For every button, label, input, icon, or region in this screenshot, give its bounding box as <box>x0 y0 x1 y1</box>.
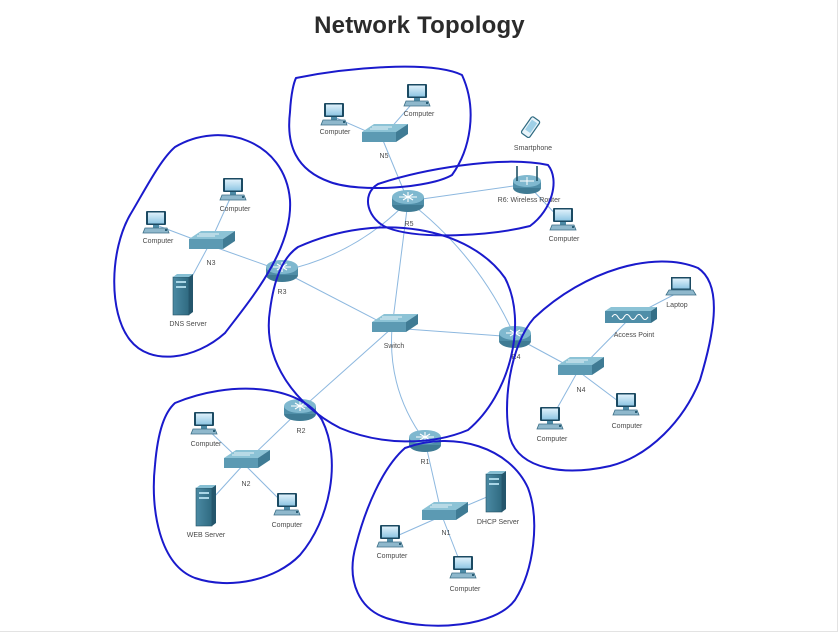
switch-icon-n3-switch <box>188 230 236 250</box>
page-title: Network Topology <box>314 12 525 39</box>
label-n4-computer-left: Computer <box>537 436 568 443</box>
label-n1-switch: N1 <box>442 530 451 537</box>
label-n3-switch: N3 <box>207 260 216 267</box>
label-smartphone: Smartphone <box>514 145 552 152</box>
router-icon-r5 <box>391 189 425 213</box>
label-n5-computer-left: Computer <box>320 129 351 136</box>
label-r2: R2 <box>297 428 306 435</box>
annotation-loop-n3 <box>113 134 292 358</box>
label-n1-computer-bottom: Computer <box>450 586 481 593</box>
link-r5-r6 <box>407 183 528 202</box>
label-web-server: WEB Server <box>187 532 226 539</box>
label-access-point: Access Point <box>614 332 655 339</box>
label-n2-switch: N2 <box>242 481 251 488</box>
laptop-icon-laptop <box>665 276 697 296</box>
annotation-loop-r5-r6 <box>367 160 555 237</box>
label-n3-computer-left: Computer <box>143 238 174 245</box>
annotation-loop-n4 <box>506 260 715 472</box>
network-links <box>155 97 682 571</box>
label-r4: R4 <box>512 354 521 361</box>
smartphone-icon-smartphone <box>520 115 542 139</box>
switch-icon-n2-switch <box>223 449 271 469</box>
access-point-icon-access-point <box>604 306 658 324</box>
label-r3: R3 <box>278 289 287 296</box>
label-n4-switch: N4 <box>577 387 586 394</box>
computer-icon-n1-computer-left <box>376 524 404 548</box>
label-n2-computer-bottom: Computer <box>272 522 303 529</box>
annotation-loop-core <box>267 226 517 443</box>
label-r5: R5 <box>405 221 414 228</box>
server-icon-dns-server <box>172 273 194 316</box>
link-r4-r5 <box>407 200 516 338</box>
computer-icon-n4-computer-right <box>612 392 640 416</box>
label-n3-computer-right: Computer <box>220 206 251 213</box>
switch-icon-n1-switch <box>421 501 469 521</box>
computer-icon-n5-computer-left <box>320 102 348 126</box>
label-n5-switch: N5 <box>380 153 389 160</box>
computer-icon-r6-computer <box>549 207 577 231</box>
link-r3-r5 <box>281 200 409 272</box>
label-n4-computer-right: Computer <box>612 423 643 430</box>
link-core-switch-r4 <box>391 327 516 338</box>
annotation-loop-n2 <box>152 387 333 585</box>
computer-icon-n2-computer-bottom <box>273 492 301 516</box>
switch-icon-n5-switch <box>361 123 409 143</box>
label-r6-computer: Computer <box>549 236 580 243</box>
label-n2-computer-top: Computer <box>191 441 222 448</box>
link-r3-core-switch <box>281 270 393 329</box>
label-n5-computer-right: Computer <box>404 111 435 118</box>
computer-icon-n5-computer-right <box>403 83 431 107</box>
server-icon-web-server <box>195 484 217 527</box>
link-core-switch-r2 <box>299 327 393 411</box>
router-icon-r3 <box>265 259 299 283</box>
label-r1: R1 <box>421 459 430 466</box>
switch-icon-n4-switch <box>557 356 605 376</box>
server-icon-dhcp-server <box>485 470 507 513</box>
label-r6: R6: Wireless Router <box>498 197 561 204</box>
wireless-router-icon-r6 <box>512 165 542 195</box>
label-dhcp-server: DHCP Server <box>477 519 520 526</box>
annotation-loop-n1 <box>351 440 536 627</box>
computer-icon-n1-computer-bottom <box>449 555 477 579</box>
annotation-loop-n5 <box>288 65 472 189</box>
label-core-switch: Switch <box>384 343 405 350</box>
computer-icon-n2-computer-top <box>190 411 218 435</box>
computer-icon-n3-computer-right <box>219 177 247 201</box>
link-r5-core-switch <box>391 200 409 329</box>
label-n1-computer-left: Computer <box>377 553 408 560</box>
label-laptop: Laptop <box>666 302 688 309</box>
hand-drawn-annotations <box>113 65 715 627</box>
computer-icon-n3-computer-left <box>142 210 170 234</box>
link-core-switch-r1 <box>391 327 426 442</box>
label-dns-server: DNS Server <box>169 321 207 328</box>
computer-icon-n4-computer-left <box>536 406 564 430</box>
